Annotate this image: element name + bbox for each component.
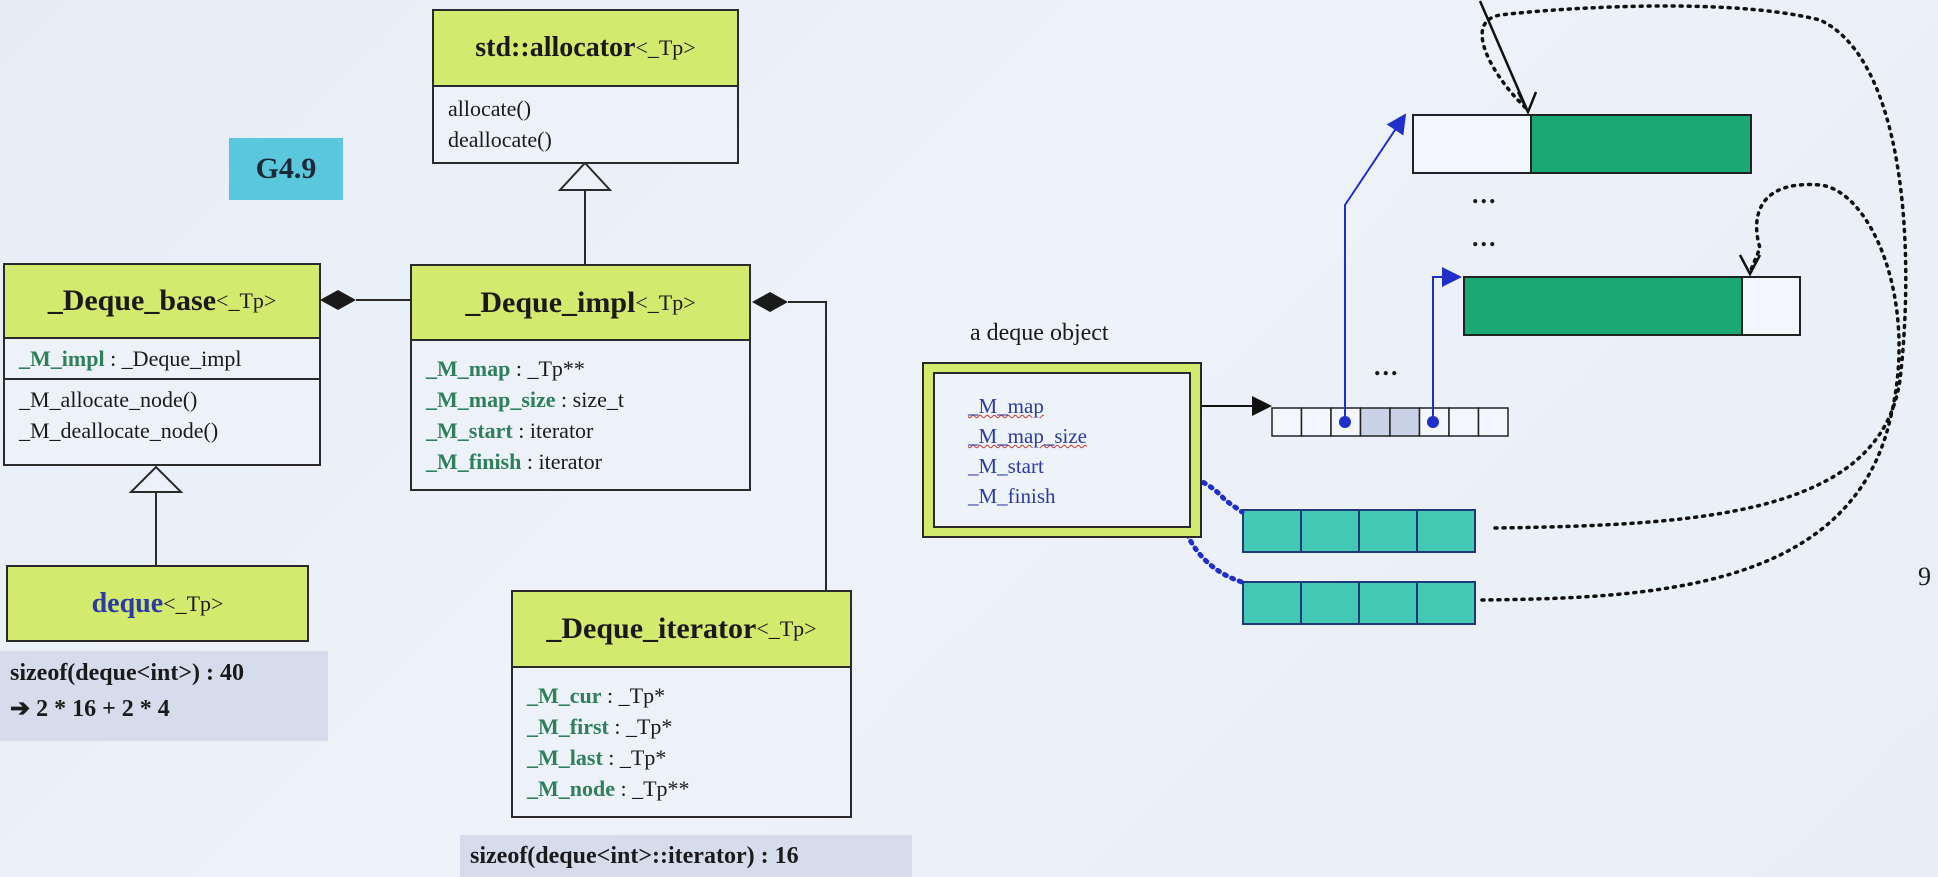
deque-iterator-name: _Deque_iterator	[546, 612, 757, 645]
map-cell-7	[1448, 407, 1480, 437]
iterator-start-block	[1242, 509, 1476, 553]
inheritance-impl-allocator	[557, 161, 613, 264]
sizeof-deque-line1: sizeof(deque<int>) : 40	[10, 660, 244, 686]
finish-cell-2	[1300, 581, 1360, 625]
deque-impl-field-map: _M_map : _Tp**	[426, 356, 585, 381]
deque-object-member-map-size: _M_map_size	[968, 424, 1087, 448]
sizeof-deque-note: sizeof(deque<int>) : 40 ➔ 2 * 16 + 2 * 4	[0, 651, 328, 741]
finish-to-buffer-curve	[1480, 182, 1901, 602]
deque-iterator-field-node: _M_node : _Tp**	[527, 776, 690, 801]
ellipsis-1: ...	[1472, 180, 1498, 209]
class-deque-impl: _Deque_impl<_Tp> _M_map : _Tp** _M_map_s…	[410, 264, 751, 491]
class-allocator: std::allocator<_Tp> allocate() deallocat…	[432, 9, 739, 164]
deque-base-field-type: : _Deque_impl	[104, 346, 242, 371]
sizeof-deque-line2: ➔ 2 * 16 + 2 * 4	[10, 696, 170, 722]
page-number: 9	[1918, 562, 1931, 591]
class-deque: deque<_Tp>	[6, 565, 309, 642]
composition-impl-iterator	[752, 292, 827, 590]
buffer-second	[1463, 276, 1801, 336]
map-cell-5	[1389, 407, 1421, 437]
finish-curve-arrowhead	[1738, 254, 1762, 277]
start-to-buffer-curve	[1480, 4, 1908, 530]
deque-object-inner	[933, 372, 1191, 528]
finish-cell-4	[1416, 581, 1476, 625]
deque-tparam: <_Tp>	[163, 590, 224, 616]
map-cell-1	[1271, 407, 1303, 437]
deque-object-member-start: _M_start	[968, 454, 1044, 478]
class-deque-base: _Deque_base<_Tp> _M_impl : _Deque_impl _…	[3, 263, 321, 466]
deque-object-member-finish: _M_finish	[968, 484, 1056, 508]
deque-base-field-name: _M_impl	[19, 346, 105, 371]
start-curve-arrowhead	[1478, 0, 1538, 116]
map-cell-4	[1359, 407, 1391, 437]
allocator-method-deallocate: deallocate()	[448, 127, 552, 152]
version-badge: G4.9	[229, 138, 343, 200]
sizeof-iterator-note: sizeof(deque<int>::iterator) : 16	[460, 835, 912, 877]
deque-name: deque	[91, 587, 164, 619]
deque-impl-tparam: <_Tp>	[635, 289, 696, 315]
deque-impl-field-start: _M_start : iterator	[426, 418, 594, 443]
deque-iterator-field-cur: _M_cur : _Tp*	[527, 683, 666, 708]
deque-object-member-map: _M_map	[968, 394, 1044, 418]
deque-base-name: _Deque_base	[47, 284, 217, 317]
deque-base-tparam: <_Tp>	[216, 288, 277, 313]
map-arrow-top	[1344, 113, 1407, 422]
deque-base-method-allocate: _M_allocate_node()	[19, 387, 198, 412]
deque-iterator-field-last: _M_last : _Tp*	[527, 745, 667, 770]
deque-impl-field-finish: _M_finish : iterator	[426, 449, 602, 474]
deque-impl-field-map-size: _M_map_size : size_t	[426, 387, 624, 412]
deque-base-method-deallocate: _M_deallocate_node()	[19, 418, 219, 443]
composition-base-impl	[320, 290, 410, 310]
class-deque-iterator: _Deque_iterator<_Tp> _M_cur : _Tp* _M_fi…	[511, 590, 852, 818]
buffer-top	[1412, 114, 1752, 174]
ellipsis-2: ...	[1472, 223, 1498, 252]
ellipsis-3: ...	[1374, 352, 1400, 381]
start-cell-2	[1300, 509, 1360, 553]
deque-impl-name: _Deque_impl	[465, 285, 636, 319]
start-cell-4	[1416, 509, 1476, 553]
start-cell-1	[1242, 509, 1302, 553]
deque-iterator-tparam: <_Tp>	[756, 616, 817, 641]
start-cell-3	[1358, 509, 1418, 553]
allocator-name: std::allocator	[475, 32, 636, 63]
allocator-tparam: <_Tp>	[635, 35, 696, 60]
deque-iterator-field-first: _M_first : _Tp*	[527, 714, 673, 739]
finish-cell-1	[1242, 581, 1302, 625]
allocator-method-allocate: allocate()	[448, 96, 532, 121]
map-arrow-second	[1432, 267, 1462, 422]
deque-object	[922, 362, 1202, 538]
iterator-finish-block	[1242, 581, 1476, 625]
map-cell-2	[1300, 407, 1332, 437]
inheritance-deque-base	[128, 465, 184, 565]
finish-cell-3	[1358, 581, 1418, 625]
map-array	[1271, 407, 1509, 437]
deque-object-label: a deque object	[970, 320, 1109, 346]
map-cell-8	[1477, 407, 1509, 437]
